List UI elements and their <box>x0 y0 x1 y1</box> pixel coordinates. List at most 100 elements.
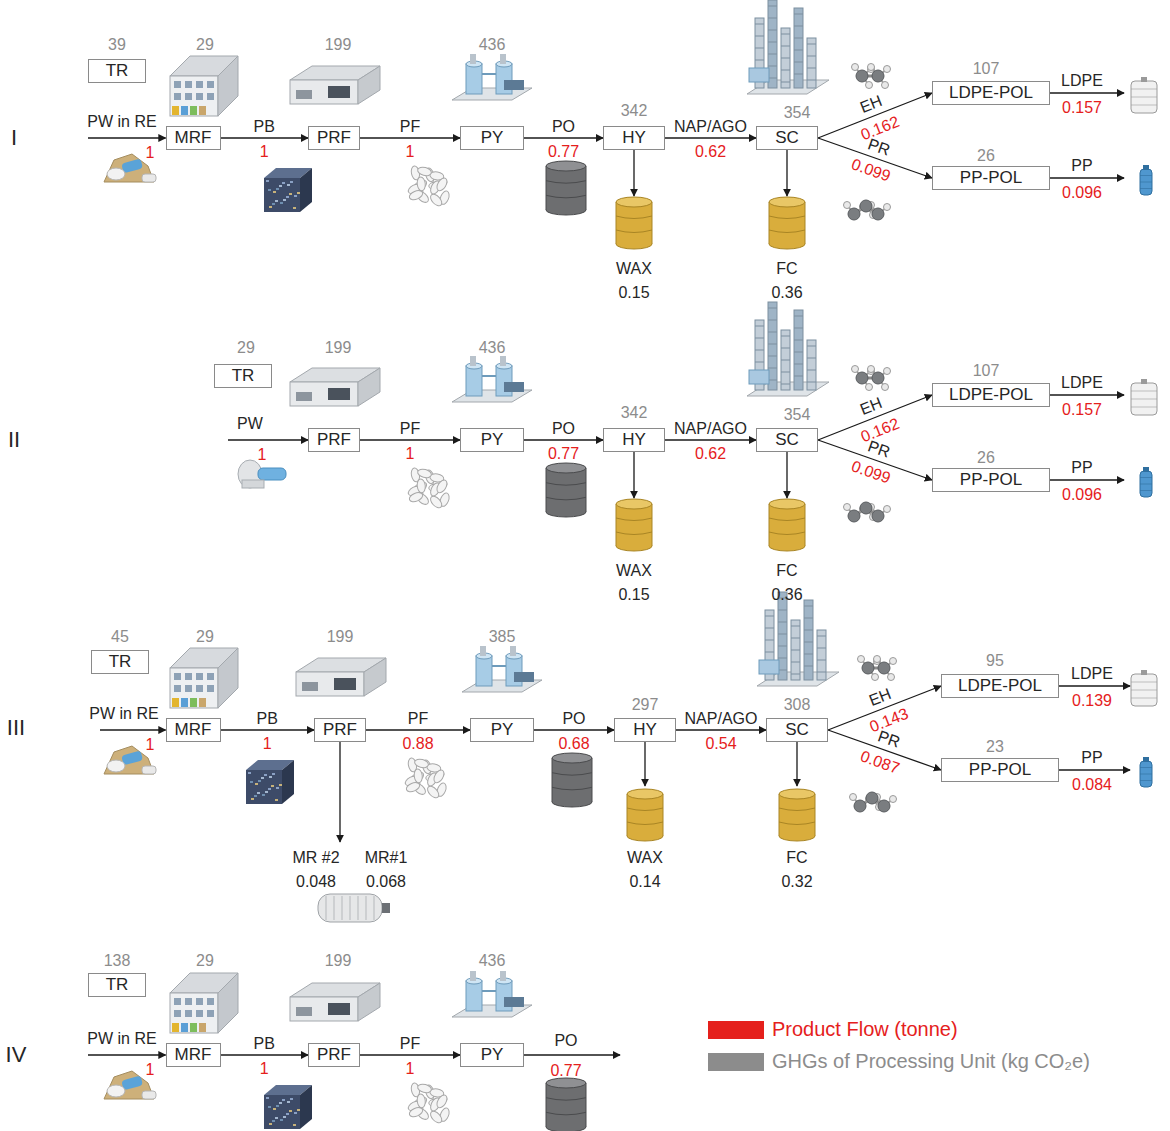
icon-part <box>616 202 652 244</box>
product-container <box>1140 165 1152 195</box>
icon-part <box>627 794 663 836</box>
icon-part <box>286 196 289 198</box>
plastic-flakes <box>404 757 448 800</box>
stream-label: PP <box>1071 459 1092 476</box>
icon-part <box>794 14 803 15</box>
ghg-value: 436 <box>479 339 506 356</box>
flow-value: 0.88 <box>402 735 433 752</box>
icon-part <box>466 64 482 94</box>
scenario-number: II <box>8 428 20 452</box>
icon-part <box>878 800 890 812</box>
flow-value: 0.096 <box>1062 486 1102 503</box>
icon-part <box>807 358 816 359</box>
plastic-bale <box>264 168 312 212</box>
icon-part <box>272 773 275 775</box>
flow-arrow <box>221 729 315 730</box>
icon-part <box>768 54 777 55</box>
flow-arrow <box>360 137 460 138</box>
icon-part <box>755 362 764 363</box>
drum <box>546 1078 586 1131</box>
icon-part <box>807 346 816 347</box>
box-label: HY <box>622 128 646 147</box>
ghg-value: 354 <box>784 104 811 121</box>
box-label: MRF <box>175 128 212 147</box>
flow-value: 0.157 <box>1062 99 1102 116</box>
icon-part <box>1140 169 1152 195</box>
legend-swatch <box>708 1021 764 1039</box>
icon-part <box>107 1085 125 1097</box>
icon-part <box>794 8 803 88</box>
stream-label: 0.36 <box>771 586 802 603</box>
legend-entry: Product Flow (tonne) <box>708 1018 958 1041</box>
icon-part <box>768 356 777 357</box>
icon-part <box>1131 399 1157 400</box>
icon-part <box>271 785 274 787</box>
icon-part <box>414 769 423 784</box>
icon-part <box>482 375 496 377</box>
flow-arrow <box>360 439 460 440</box>
icon-part <box>779 794 780 836</box>
box-label: MRF <box>175 720 212 739</box>
box-label: PRF <box>323 720 357 739</box>
stream-label: PO <box>554 1032 577 1049</box>
flow-value: 1 <box>260 143 269 160</box>
icon-part <box>866 792 878 804</box>
drum <box>627 789 663 841</box>
icon-part <box>492 665 506 667</box>
flow-value: 1 <box>406 445 415 462</box>
flow-value: 0.096 <box>1062 184 1102 201</box>
ghg-value: 138 <box>104 952 131 969</box>
icon-part <box>769 202 805 244</box>
flow-value: 0.087 <box>858 748 901 777</box>
icon-part <box>807 44 816 45</box>
pyrolysis-plant <box>452 356 532 402</box>
icon-part <box>174 81 181 88</box>
product-container <box>1140 757 1152 787</box>
icon-part <box>207 93 214 100</box>
icon-part <box>196 81 203 88</box>
icon-part <box>781 360 790 361</box>
box-label: LDPE-POL <box>958 676 1042 695</box>
icon-part <box>264 1095 300 1129</box>
icon-part <box>185 673 192 680</box>
icon-part <box>862 662 874 674</box>
icon-part <box>174 93 181 100</box>
flow-value: 1 <box>263 735 272 752</box>
icon-part <box>172 698 179 707</box>
box-label: PY <box>481 1045 504 1064</box>
stream-label: PP <box>1071 157 1092 174</box>
icon-part <box>888 674 895 681</box>
icon-part <box>280 1119 283 1121</box>
icon-part <box>804 606 813 607</box>
icon-part <box>425 784 440 800</box>
icon-part <box>768 368 777 369</box>
box-label: HY <box>633 720 657 739</box>
stream-label: LDPE <box>1071 665 1113 682</box>
icon-part <box>778 622 787 623</box>
icon-part <box>282 760 294 804</box>
icon-part <box>807 340 816 390</box>
icon-part <box>294 195 297 197</box>
icon-part <box>749 68 769 82</box>
ghg-value: 385 <box>489 628 516 645</box>
ghg-value: 29 <box>196 952 214 969</box>
icon-part <box>781 70 790 71</box>
icon-part <box>794 74 803 75</box>
icon-part <box>218 648 238 708</box>
icon-part <box>207 1010 214 1017</box>
icon-part <box>257 792 260 794</box>
stream-arrow <box>1050 92 1124 93</box>
icon-part <box>778 646 787 647</box>
process-box: SC <box>756 126 818 150</box>
icon-part <box>1140 188 1152 189</box>
stream-arrow <box>1059 685 1130 686</box>
icon-part <box>480 646 486 656</box>
process-box: PRF <box>308 1043 360 1067</box>
icon-part <box>546 1083 586 1127</box>
icon-part <box>142 174 156 182</box>
plastic-waste <box>238 460 286 488</box>
stream-name: EH <box>857 92 884 116</box>
icon-part <box>1143 165 1149 170</box>
icon-part <box>781 348 790 349</box>
icon-part <box>890 796 897 803</box>
